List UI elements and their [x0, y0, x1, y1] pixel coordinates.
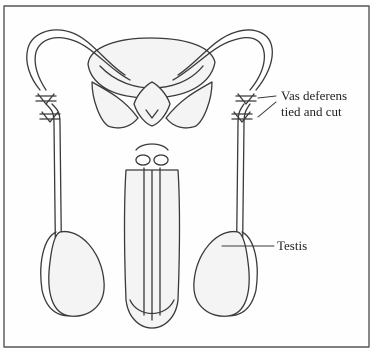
left-bulb [136, 155, 150, 165]
left-testis [49, 232, 104, 317]
left-upper-tie [36, 94, 56, 104]
right-upper-tie [236, 94, 256, 104]
vas-deferens-label: Vas deferens tied and cut [281, 88, 347, 120]
vas-deferens-label-line2: tied and cut [281, 104, 347, 120]
right-testis [194, 232, 249, 317]
left-lower-tie [40, 112, 60, 122]
bulb-top [136, 144, 168, 150]
vas-deferens-leader-lines [258, 96, 276, 117]
right-bulb [154, 155, 168, 165]
right-lower-tie [232, 112, 252, 122]
testis-label: Testis [277, 238, 307, 254]
vas-deferens-label-line1: Vas deferens [281, 88, 347, 104]
